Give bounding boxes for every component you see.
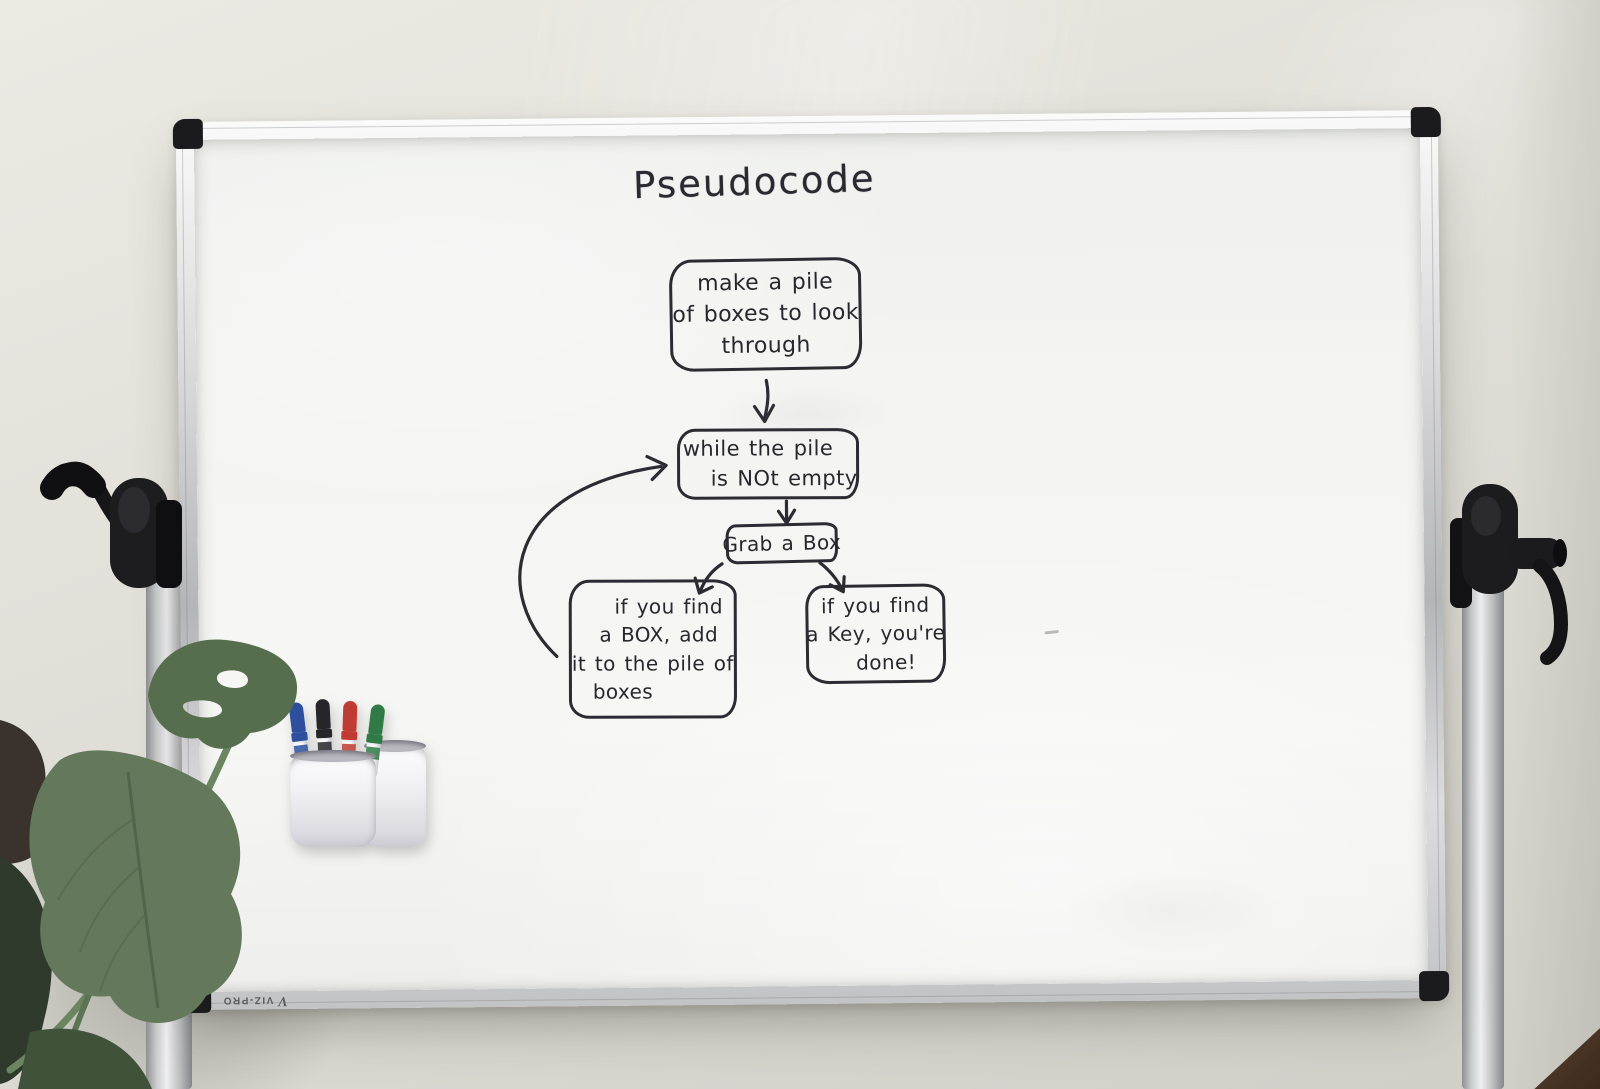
dark-foliage — [0, 856, 52, 1084]
eraser-ghost — [1061, 869, 1282, 952]
node-text-line: boxes — [592, 679, 654, 704]
node-text-line: if you find — [820, 592, 930, 619]
node-text-line: make a pile — [696, 269, 834, 297]
node-text-line: it to the pile of — [571, 650, 734, 676]
node-grab-box: Grab a Box — [722, 521, 842, 565]
marker-smudge — [1044, 629, 1059, 635]
marker-cap — [342, 700, 358, 732]
holder-cup-left — [290, 750, 376, 847]
node-text-line: of boxes to look — [672, 300, 860, 329]
edge-while-to-grab — [776, 499, 797, 525]
whiteboard: Pseudocode — [172, 106, 1450, 1014]
dark-leaf-bottom — [18, 1028, 152, 1089]
leaf-vein — [126, 771, 160, 1009]
node-found-key: if you find a Key, you're done! — [804, 583, 947, 685]
node-text-line: is NOt empty — [710, 465, 858, 491]
marker-holder — [288, 694, 430, 852]
monstera-plant — [0, 639, 298, 1089]
whiteboard-surface: Pseudocode — [193, 128, 1429, 992]
left-clamp — [40, 461, 182, 588]
frame-corner-cap — [1418, 970, 1450, 1002]
node-text-line: if you find — [614, 594, 723, 619]
node-found-box: if you find a BOX, add it to the pile of… — [568, 579, 738, 719]
node-text-line: while the pile — [682, 435, 834, 461]
node-text-line: a BOX, add — [599, 622, 719, 647]
whiteboard-frame: Pseudocode — [175, 109, 1447, 1011]
node-text-line: Grab a Box — [722, 529, 842, 557]
node-text-line: done! — [855, 649, 917, 675]
monstera-upper-leaf — [148, 639, 298, 749]
left-clamp-plate — [156, 500, 182, 588]
node-while-pile: while the pile is NOt empty — [676, 428, 860, 500]
right-clamp-knob — [1508, 538, 1562, 569]
cup-rim — [290, 750, 376, 762]
marker-cap — [368, 703, 386, 736]
edge-make-pile-to-while — [752, 378, 776, 424]
right-clamp — [1450, 484, 1569, 665]
stand-pole-right — [1462, 552, 1504, 1089]
monstera-lower-leaf — [29, 750, 242, 1023]
node-text-line: through — [721, 332, 811, 359]
frame-corner-cap — [1410, 106, 1441, 138]
frame-corner-cap — [172, 118, 204, 150]
flowchart-title: Pseudocode — [632, 156, 877, 208]
node-text-line: a Key, you're — [805, 620, 946, 647]
right-clamp-lever — [1533, 559, 1569, 665]
node-make-pile: make a pile of boxes to look through — [668, 256, 863, 373]
leaf-veins — [57, 819, 145, 993]
